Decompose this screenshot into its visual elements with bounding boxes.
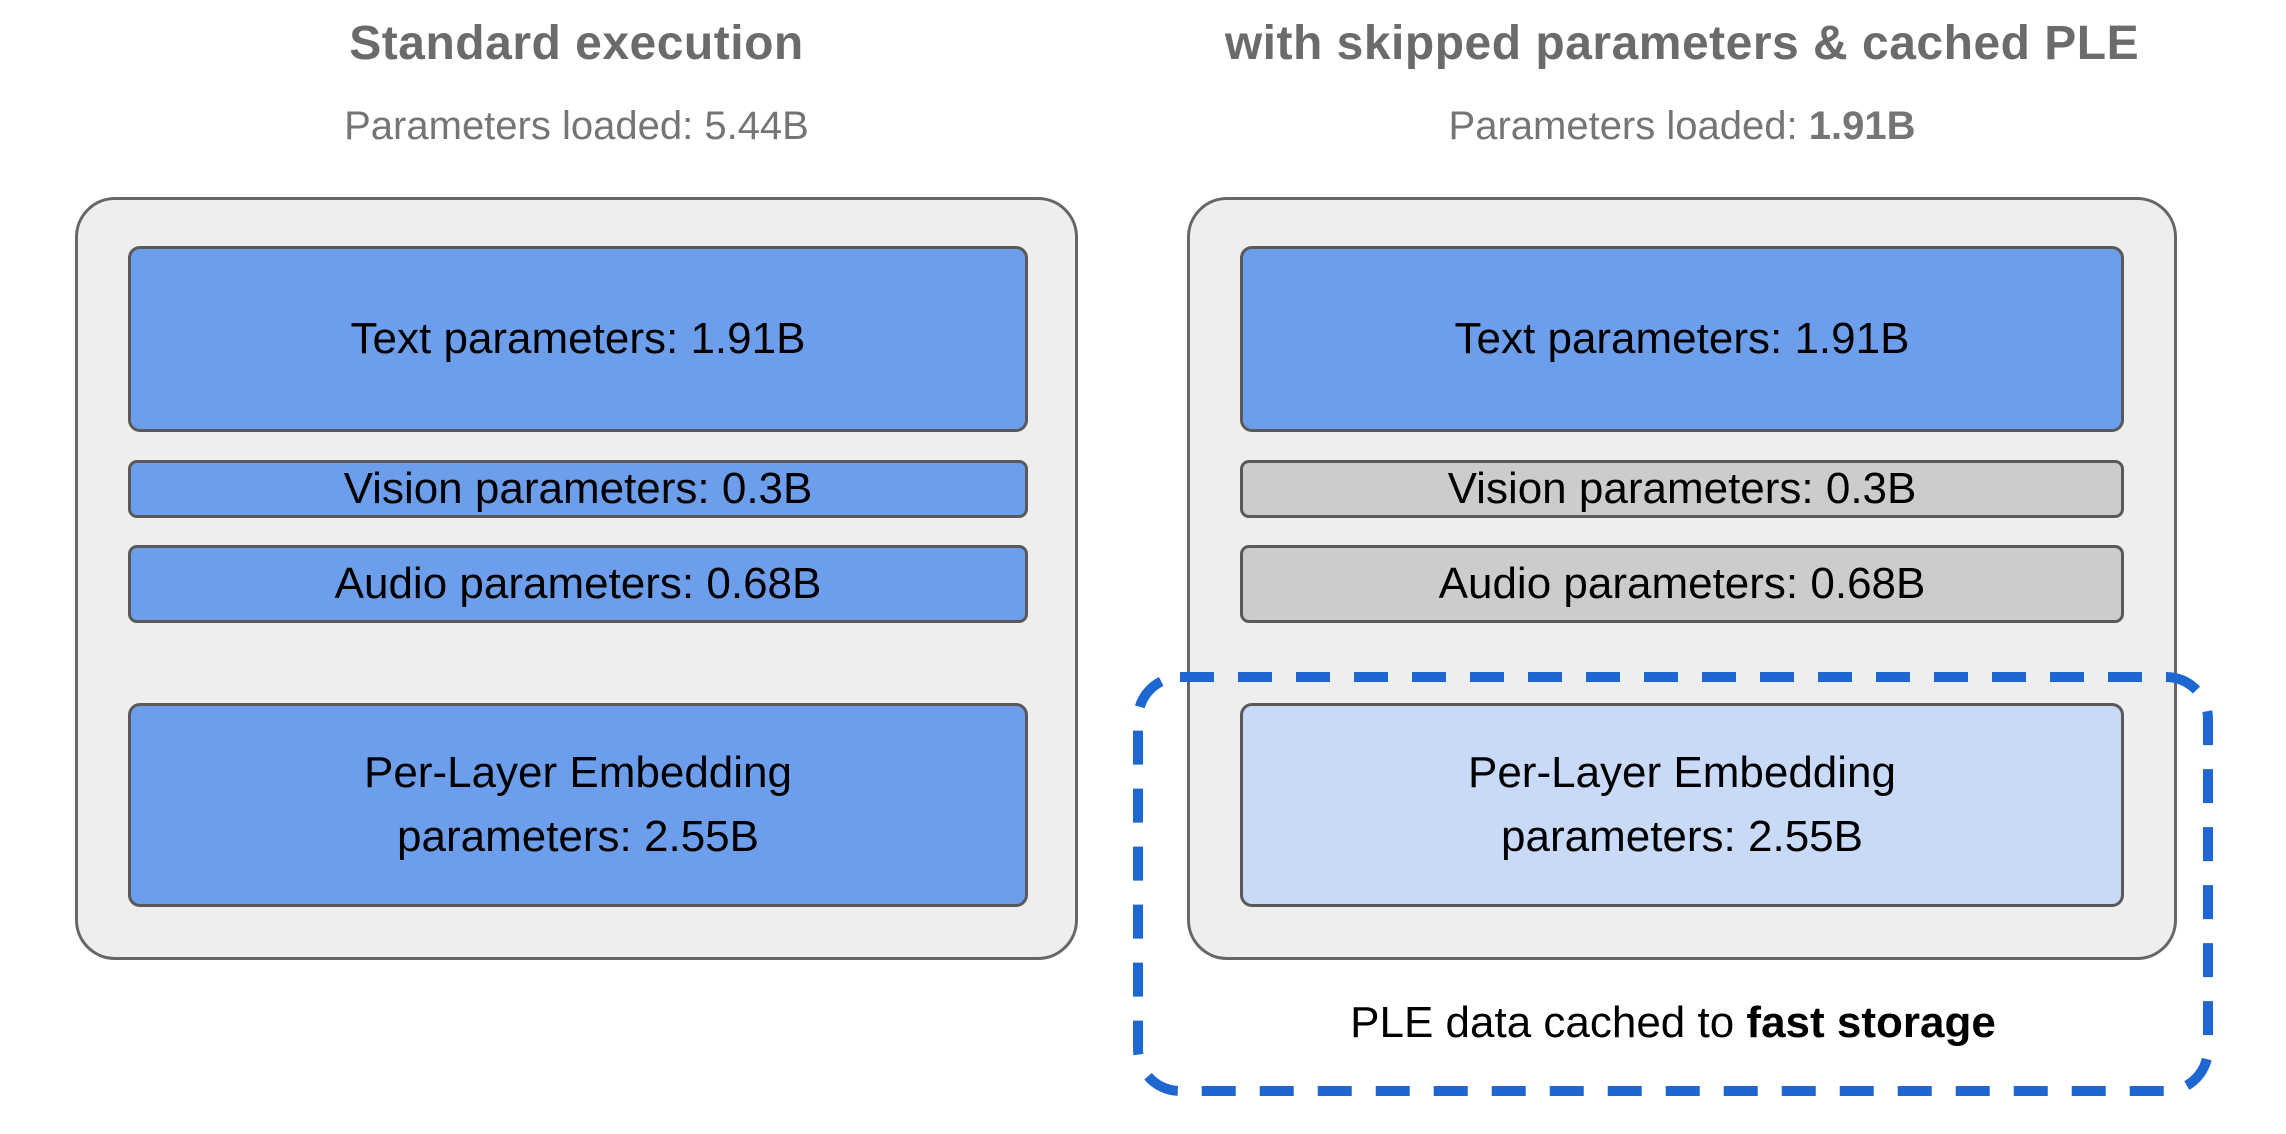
param-box-vision-standard: Vision parameters: 0.3B (128, 460, 1028, 518)
param-box-ple-standard: Per-Layer Embedding parameters: 2.55B (128, 703, 1028, 907)
cache-note-prefix: PLE data cached to (1350, 998, 1747, 1047)
param-box-vision-optimized: Vision parameters: 0.3B (1240, 460, 2124, 518)
model-container-optimized: Text parameters: 1.91B Vision parameters… (1187, 197, 2177, 960)
param-box-ple-optimized: Per-Layer Embedding parameters: 2.55B (1240, 703, 2124, 907)
subtitle-prefix: Parameters loaded: (1448, 104, 1809, 148)
ple-cache-note: PLE data cached to fast storage (1133, 998, 2213, 1048)
panel-subtitle-standard: Parameters loaded: 5.44B (75, 104, 1078, 149)
params-loaded-value-optimized: 1.91B (1808, 104, 1916, 148)
param-box-audio-standard: Audio parameters: 0.68B (128, 545, 1028, 623)
panel-title-optimized: with skipped parameters & cached PLE (1224, 17, 2140, 70)
param-box-label: Text parameters: 1.91B (350, 314, 806, 364)
panel-subtitle-optimized: Parameters loaded: 1.91B (1187, 104, 2177, 149)
param-box-label: Audio parameters: 0.68B (1438, 559, 1926, 608)
param-box-label: Vision parameters: 0.3B (1447, 464, 1917, 513)
param-box-label: Per-Layer Embedding parameters: 2.55B (363, 748, 792, 861)
param-box-label: Vision parameters: 0.3B (343, 464, 813, 513)
param-box-label: Audio parameters: 0.68B (334, 559, 822, 608)
param-box-text-optimized: Text parameters: 1.91B (1240, 246, 2124, 432)
params-loaded-value-standard: 5.44B (704, 104, 809, 148)
param-box-label: Text parameters: 1.91B (1454, 314, 1910, 364)
param-box-label: Per-Layer Embedding parameters: 2.55B (1467, 748, 1896, 861)
ple-cache-outline (1133, 672, 2213, 1096)
panel-title-standard: Standard execution (349, 17, 804, 70)
param-box-text-standard: Text parameters: 1.91B (128, 246, 1028, 432)
model-container-standard: Text parameters: 1.91B Vision parameters… (75, 197, 1078, 960)
cache-note-highlight: fast storage (1746, 998, 1996, 1047)
subtitle-prefix: Parameters loaded: (344, 104, 705, 148)
param-box-audio-optimized: Audio parameters: 0.68B (1240, 545, 2124, 623)
